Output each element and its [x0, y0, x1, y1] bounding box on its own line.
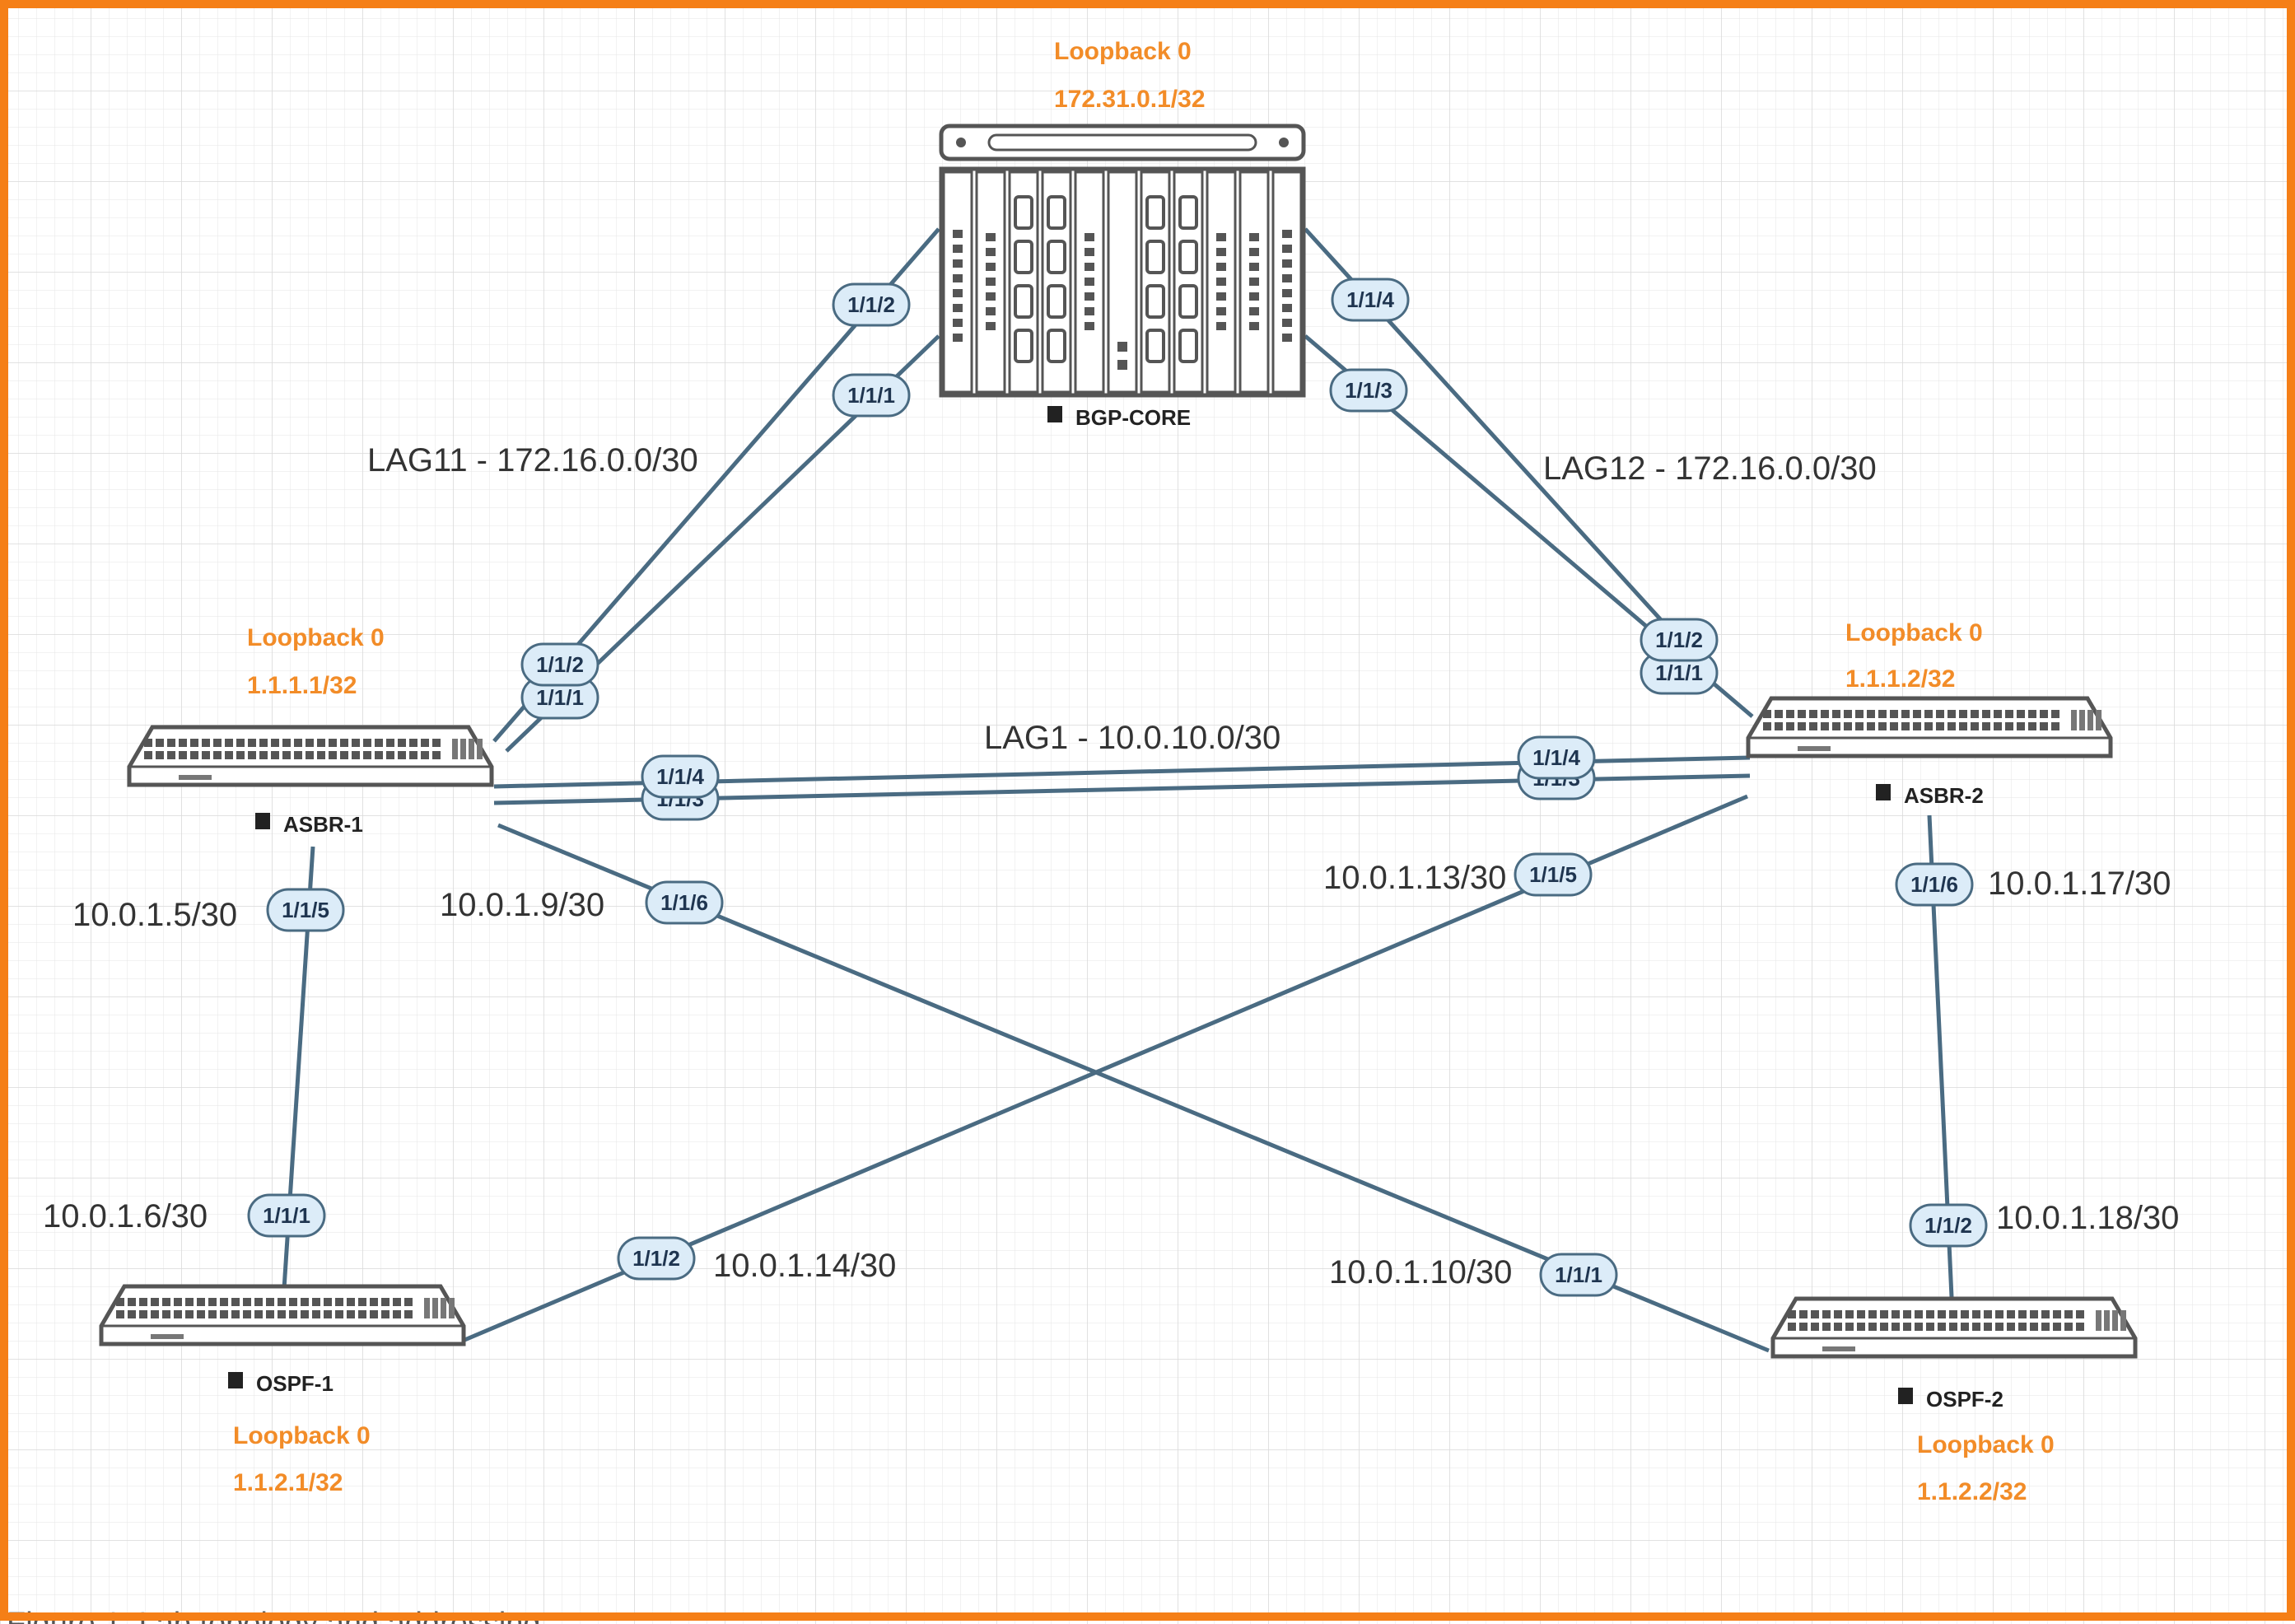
lag12-label: LAG12 - 172.16.0.0/30: [1543, 450, 1877, 487]
bgp-core-loopback-label: Loopback 0: [1054, 38, 1192, 65]
port-badge[interactable]: 1/1/1: [832, 373, 911, 418]
port-badge[interactable]: 1/1/6: [1895, 862, 1974, 907]
svg-text:1/1/4: 1/1/4: [1532, 745, 1580, 770]
bgp-core-chassis-icon[interactable]: [939, 124, 1306, 398]
asbr2-ospf2-ip-a: 10.0.1.17/30: [1988, 866, 2171, 902]
port-badge[interactable]: 1/1/6: [645, 880, 724, 925]
svg-text:1/1/2: 1/1/2: [632, 1246, 680, 1271]
device-marker-icon: [255, 813, 270, 829]
svg-text:1/1/1: 1/1/1: [1655, 660, 1703, 685]
port-badge[interactable]: 1/1/2: [520, 642, 599, 687]
device-labels: BGP-CORE ASBR-1 ASBR-2 OSPF-1 OSPF-2: [228, 405, 2003, 1412]
ospf-2-switch-icon[interactable]: [1773, 1299, 2135, 1356]
port-badge[interactable]: 1/1/5: [266, 888, 345, 932]
asbr-2-name: ASBR-2: [1904, 783, 1984, 808]
svg-text:1/1/6: 1/1/6: [660, 890, 708, 915]
port-badge[interactable]: 1/1/1: [520, 675, 599, 720]
asbr-2-loopback-ip: 1.1.1.2/32: [1845, 665, 1955, 693]
asbr-2-loopback-label: Loopback 0: [1845, 619, 1983, 646]
svg-text:1/1/2: 1/1/2: [1924, 1213, 1972, 1238]
svg-text:1/1/1: 1/1/1: [263, 1203, 310, 1228]
port-badge[interactable]: 1/1/4: [641, 754, 720, 799]
port-badge[interactable]: 1/1/4: [1517, 735, 1596, 780]
loopback-labels: Loopback 0 172.31.0.1/32 Loopback 0 1.1.…: [233, 38, 2055, 1505]
device-marker-icon: [1047, 406, 1062, 422]
svg-text:1/1/1: 1/1/1: [1555, 1262, 1602, 1287]
svg-text:1/1/6: 1/1/6: [1910, 872, 1958, 897]
ospf-2-name: OSPF-2: [1926, 1387, 2003, 1412]
ospf-2-loopback-label: Loopback 0: [1917, 1431, 2055, 1458]
asbr-1-loopback-label: Loopback 0: [247, 624, 385, 651]
port-badge[interactable]: 1/1/2: [617, 1236, 696, 1281]
device-marker-icon: [1876, 784, 1891, 800]
ospf-1-name: OSPF-1: [256, 1371, 334, 1396]
lag1-label: LAG1 - 10.0.10.0/30: [984, 720, 1280, 756]
svg-text:1/1/2: 1/1/2: [847, 292, 895, 317]
port-badge[interactable]: 1/1/1: [1640, 651, 1719, 695]
port-badge[interactable]: 1/1/2: [1640, 618, 1719, 662]
asbr1-ospf1-ip-b: 10.0.1.6/30: [43, 1198, 208, 1234]
port-badge[interactable]: 1/1/3: [1329, 368, 1408, 413]
ospf-1-switch-icon[interactable]: [101, 1286, 464, 1344]
device-marker-icon: [228, 1372, 243, 1388]
ospf-1-loopback-label: Loopback 0: [233, 1422, 371, 1449]
lag11-label: LAG11 - 172.16.0.0/30: [367, 442, 698, 478]
asbr1-ospf2-ip-a: 10.0.1.9/30: [440, 887, 604, 923]
svg-text:1/1/1: 1/1/1: [847, 383, 895, 408]
port-badge[interactable]: 1/1/1: [1539, 1253, 1618, 1297]
asbr-1-switch-icon[interactable]: [129, 727, 492, 785]
asbr2-ospf1-ip-a: 10.0.1.13/30: [1323, 860, 1506, 896]
port-badge[interactable]: 1/1/1: [247, 1193, 326, 1238]
port-badge[interactable]: 1/1/4: [1331, 278, 1410, 322]
svg-text:1/1/4: 1/1/4: [1346, 287, 1394, 312]
bgp-core-loopback-ip: 172.31.0.1/32: [1054, 86, 1206, 113]
port-badge[interactable]: 1/1/2: [1909, 1203, 1988, 1248]
svg-text:1/1/2: 1/1/2: [1655, 628, 1703, 652]
bgp-core-name: BGP-CORE: [1075, 405, 1191, 430]
asbr-1-name: ASBR-1: [283, 812, 363, 837]
asbr-2-switch-icon[interactable]: [1748, 698, 2111, 756]
chassis-slots: [942, 170, 1303, 394]
port-badges: 1/1/2 1/1/1 1/1/4 1/1/3 1/1/1 1/1/2 1/1/…: [247, 278, 1988, 1297]
ospf-1-loopback-ip: 1.1.2.1/32: [233, 1469, 343, 1496]
asbr2-ospf1-ip-b: 10.0.1.14/30: [713, 1248, 896, 1284]
svg-text:1/1/2: 1/1/2: [536, 652, 584, 677]
asbr-1-loopback-ip: 1.1.1.1/32: [247, 672, 357, 699]
svg-text:1/1/4: 1/1/4: [656, 764, 704, 789]
asbr1-ospf2-ip-b: 10.0.1.10/30: [1329, 1254, 1512, 1290]
svg-text:1/1/1: 1/1/1: [536, 685, 584, 710]
asbr2-ospf2-ip-b: 10.0.1.18/30: [1996, 1200, 2179, 1236]
port-badge[interactable]: 1/1/5: [1514, 852, 1593, 897]
ospf-2-loopback-ip: 1.1.2.2/32: [1917, 1478, 2027, 1505]
svg-text:1/1/5: 1/1/5: [282, 898, 329, 922]
svg-text:1/1/3: 1/1/3: [1345, 378, 1392, 403]
svg-text:1/1/5: 1/1/5: [1529, 862, 1577, 887]
network-labels: LAG11 - 172.16.0.0/30 LAG12 - 172.16.0.0…: [43, 442, 2179, 1290]
port-badge[interactable]: 1/1/2: [832, 282, 911, 327]
device-marker-icon: [1898, 1388, 1913, 1404]
asbr1-ospf1-ip-a: 10.0.1.5/30: [72, 897, 237, 933]
